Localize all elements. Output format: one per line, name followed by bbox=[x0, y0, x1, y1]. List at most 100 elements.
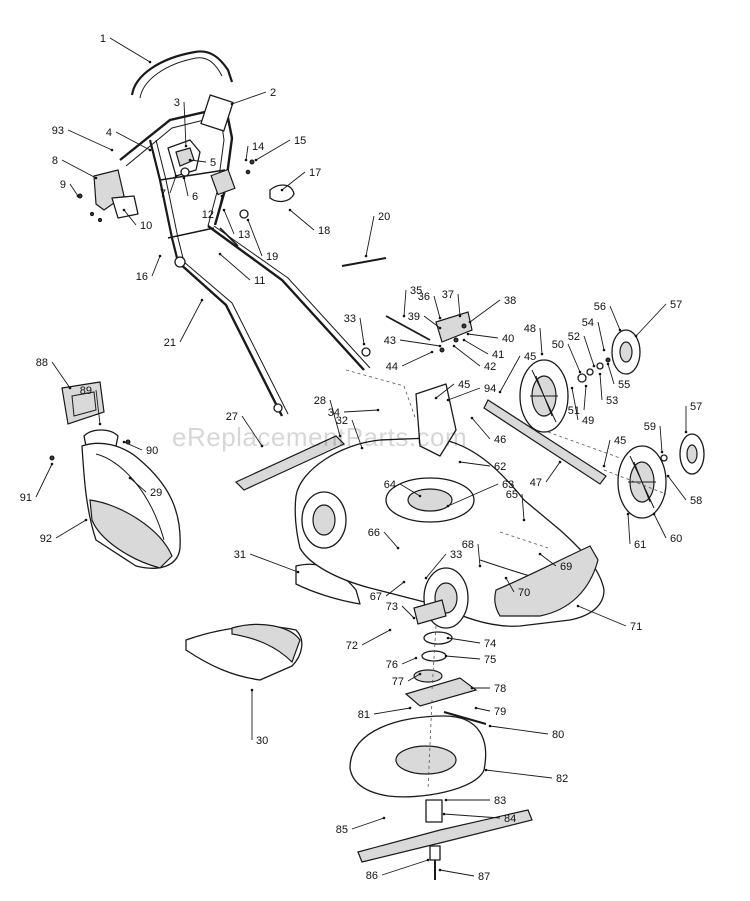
leader-tip bbox=[558, 460, 562, 464]
leader-tip bbox=[412, 616, 416, 620]
leader-tip bbox=[288, 208, 292, 212]
leader-tip bbox=[158, 254, 162, 258]
leader-line bbox=[659, 425, 663, 453]
leader-line bbox=[35, 463, 53, 498]
callout-number: 51 bbox=[568, 405, 580, 417]
leader-line bbox=[635, 303, 667, 337]
leader-tip bbox=[174, 174, 178, 178]
rear-wheel-left bbox=[519, 359, 569, 433]
callout-number: 57 bbox=[670, 299, 682, 311]
callout-number: 74 bbox=[484, 638, 496, 650]
callout-number: 68 bbox=[462, 539, 474, 551]
leader-tip bbox=[498, 390, 502, 394]
callout-number: 93 bbox=[52, 125, 64, 137]
leader-line bbox=[383, 531, 399, 549]
callout-number: 57 bbox=[690, 401, 702, 413]
callout-87: 87 bbox=[438, 868, 490, 883]
leader-tip bbox=[98, 422, 102, 426]
callout-number: 38 bbox=[504, 295, 516, 307]
callout-number: 10 bbox=[140, 220, 152, 232]
leader-tip bbox=[434, 396, 438, 400]
leader-tip bbox=[396, 546, 400, 550]
leader-tip bbox=[188, 158, 192, 162]
leader-tip bbox=[110, 148, 114, 152]
leader-tip bbox=[438, 868, 442, 872]
leader-line bbox=[433, 295, 441, 319]
callout-number: 14 bbox=[252, 141, 264, 153]
leader-tip bbox=[222, 208, 226, 212]
leader-line bbox=[545, 461, 561, 483]
leader-line bbox=[183, 101, 187, 147]
leader-tip bbox=[362, 342, 366, 346]
callout-number: 69 bbox=[560, 561, 572, 573]
leader-tip bbox=[402, 314, 406, 318]
callout-number: 87 bbox=[478, 871, 490, 883]
callout-number: 34 bbox=[328, 407, 340, 419]
leader-tip bbox=[438, 344, 442, 348]
leader-tip bbox=[218, 252, 222, 256]
leader-line bbox=[249, 553, 299, 573]
leader-tip bbox=[470, 686, 474, 690]
callout-55: 55 bbox=[606, 362, 630, 391]
leader-tip bbox=[438, 316, 442, 320]
leader-tip bbox=[466, 332, 470, 336]
leader-line bbox=[183, 177, 189, 197]
leader-tip bbox=[504, 576, 508, 580]
callout-number: 76 bbox=[386, 659, 398, 671]
leader-tip bbox=[522, 518, 526, 522]
leader-line bbox=[289, 209, 315, 231]
leader-line bbox=[459, 461, 491, 467]
leader-line bbox=[489, 725, 549, 735]
leader-line bbox=[607, 363, 615, 385]
leader-tip bbox=[598, 372, 602, 376]
callout-93: 93 bbox=[52, 125, 114, 152]
leader-tip bbox=[446, 504, 450, 508]
callout-number: 39 bbox=[408, 311, 420, 323]
callout-number: 18 bbox=[318, 225, 330, 237]
leader-tip bbox=[244, 158, 248, 162]
callout-number: 47 bbox=[530, 477, 542, 489]
leader-line bbox=[443, 813, 501, 819]
leader-tip bbox=[280, 188, 284, 192]
callout-21: 21 bbox=[164, 298, 204, 349]
leader-tip bbox=[364, 254, 368, 258]
callout-43: 43 bbox=[384, 335, 442, 348]
leader-tip bbox=[402, 580, 406, 584]
callout-19: 19 bbox=[246, 218, 278, 263]
leader-line bbox=[329, 399, 341, 437]
callout-number: 61 bbox=[634, 539, 646, 551]
callout-45: 45 bbox=[498, 351, 536, 394]
callout-44: 44 bbox=[386, 350, 434, 373]
callout-number: 55 bbox=[618, 379, 630, 391]
leader-tip bbox=[444, 654, 448, 658]
callout-number: 81 bbox=[358, 709, 370, 721]
callout-86: 86 bbox=[366, 858, 430, 882]
callout-number: 63 bbox=[502, 479, 514, 491]
leader-line bbox=[281, 171, 306, 191]
callout-number: 27 bbox=[226, 411, 238, 423]
leader-line bbox=[359, 317, 365, 345]
leader-line bbox=[447, 637, 481, 644]
leader-line bbox=[51, 361, 71, 389]
callout-33: 33 bbox=[344, 313, 366, 346]
leader-line bbox=[597, 321, 605, 351]
callout-number: 62 bbox=[494, 461, 506, 473]
leader-line bbox=[435, 383, 455, 399]
callout-79: 79 bbox=[474, 706, 506, 718]
leader-line bbox=[67, 129, 113, 151]
callout-88: 88 bbox=[36, 357, 72, 390]
leader-tip bbox=[148, 148, 152, 152]
callout-number: 89 bbox=[80, 385, 92, 397]
rear-wheel-right bbox=[617, 445, 667, 519]
callout-89: 89 bbox=[80, 385, 102, 426]
leader-tip bbox=[376, 408, 380, 412]
callout-66: 66 bbox=[368, 527, 400, 550]
leader-tip bbox=[438, 326, 442, 330]
callout-number: 41 bbox=[492, 349, 504, 361]
leader-line bbox=[445, 655, 481, 660]
leader-line bbox=[351, 817, 385, 830]
callout-number: 5 bbox=[210, 157, 216, 169]
callout-10: 10 bbox=[122, 208, 152, 232]
